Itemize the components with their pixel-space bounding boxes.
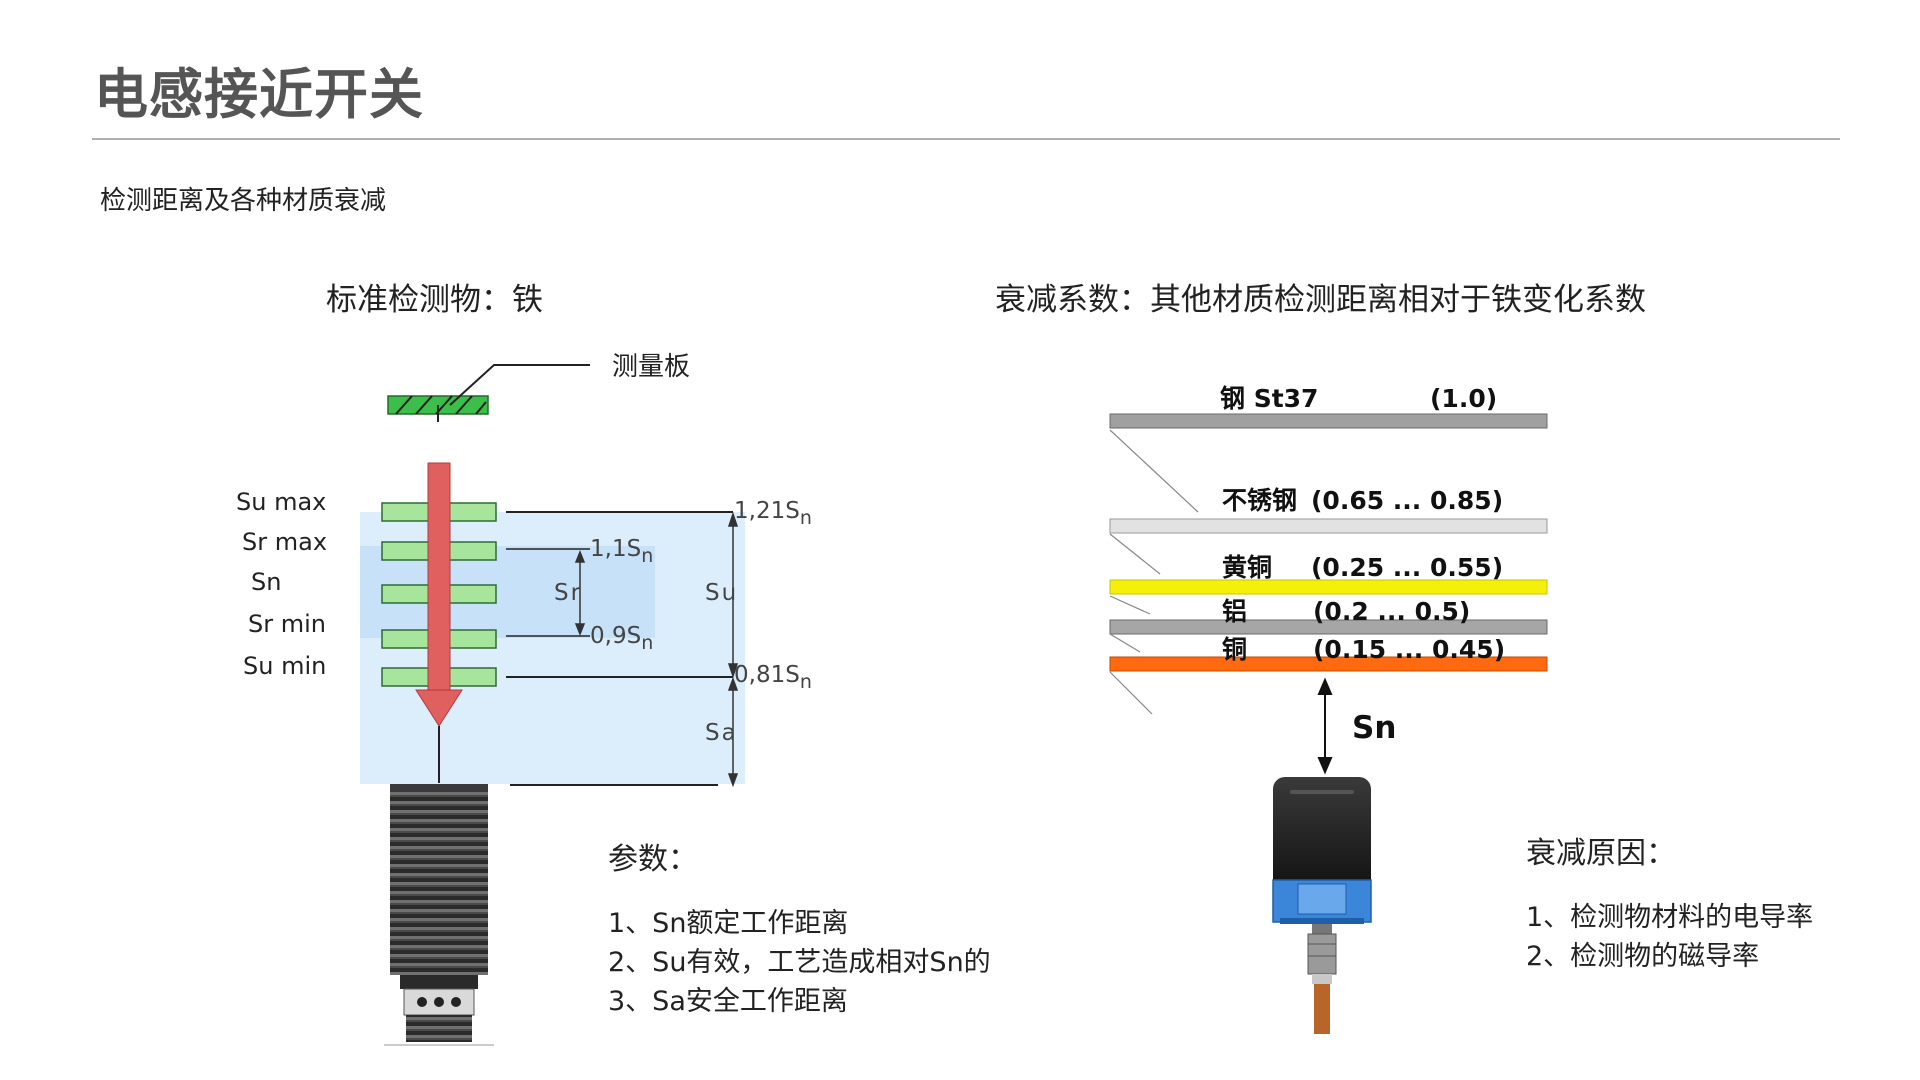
sn-label: Sn — [1352, 710, 1396, 746]
title-divider — [92, 138, 1840, 140]
range-label-sa: Sa — [705, 720, 738, 746]
reason-item: 1、检测物材料的电导率 — [1526, 902, 1814, 933]
measuring-plate — [387, 395, 489, 422]
material-strips — [1109, 413, 1548, 715]
attenuation-reasons-block: 衰减原因： 1、检测物材料的电导率 2、检测物的磁导率 — [1526, 828, 1813, 976]
plate-leader-line — [449, 364, 590, 406]
level-label-sr-min: Sr min — [248, 610, 326, 638]
page-subtitle: 检测距离及各种材质衰减 — [100, 186, 387, 216]
attenuation-heading: 衰减系数：其他材质检测距离相对于铁变化系数 — [995, 282, 1646, 318]
reason-item: 2、检测物的磁导率 — [1526, 941, 1760, 972]
material-factor-stainless: (0.65 ... 0.85) — [1311, 486, 1503, 515]
parameter-item: 1、Sn额定工作距离 — [608, 908, 849, 939]
page-title: 电感接近开关 — [94, 63, 424, 126]
parameters-block: 参数： 1、Sn额定工作距离 2、Su有效，工艺造成相对Sn的 3、Sa安全工作… — [608, 834, 991, 1021]
material-factor-brass: (0.25 ... 0.55) — [1311, 553, 1503, 582]
material-name-steel: 钢 St37 — [1220, 384, 1318, 413]
sn-distance-arrow — [1317, 677, 1333, 775]
strip-stainless-steel — [1109, 518, 1548, 534]
material-factor-aluminium: (0.2 ... 0.5) — [1313, 597, 1470, 626]
level-label-sr-max: Sr max — [242, 528, 328, 556]
cylindrical-sensor — [384, 784, 494, 1046]
material-name-brass: 黄铜 — [1222, 553, 1272, 582]
mark-1-1sn: 1,1Sn — [590, 536, 653, 567]
approach-arrow — [415, 462, 463, 783]
strip-aluminium — [1109, 619, 1548, 635]
material-name-stainless: 不锈钢 — [1222, 486, 1297, 515]
mark-0-81sn: 0,81Sn — [734, 662, 812, 693]
mark-0-9sn: 0,9Sn — [590, 623, 653, 654]
range-label-su: Su — [705, 580, 738, 606]
level-label-su-max: Su max — [236, 488, 327, 516]
parameter-item: 2、Su有效，工艺造成相对Sn的 — [608, 947, 991, 978]
strip-steel — [1109, 413, 1548, 429]
parameter-item: 3、Sa安全工作距离 — [608, 986, 848, 1017]
material-name-aluminium: 铝 — [1222, 597, 1247, 626]
block-sensor — [1272, 777, 1372, 1034]
level-label-sn: Sn — [251, 568, 282, 596]
level-label-su-min: Su min — [243, 652, 327, 680]
parameters-title: 参数： — [608, 842, 698, 877]
range-label-sr: Sr — [554, 580, 582, 606]
measuring-plate-label: 测量板 — [612, 352, 691, 382]
material-name-copper: 铜 — [1222, 635, 1247, 664]
reasons-title: 衰减原因： — [1526, 836, 1676, 871]
standard-target-heading: 标准检测物：铁 — [326, 282, 543, 318]
material-factor-steel: (1.0) — [1430, 384, 1497, 413]
material-factor-copper: (0.15 ... 0.45) — [1313, 635, 1505, 664]
strip-copper — [1109, 656, 1548, 672]
mark-1-21sn: 1,21Sn — [734, 498, 812, 529]
strip-brass — [1109, 579, 1548, 595]
